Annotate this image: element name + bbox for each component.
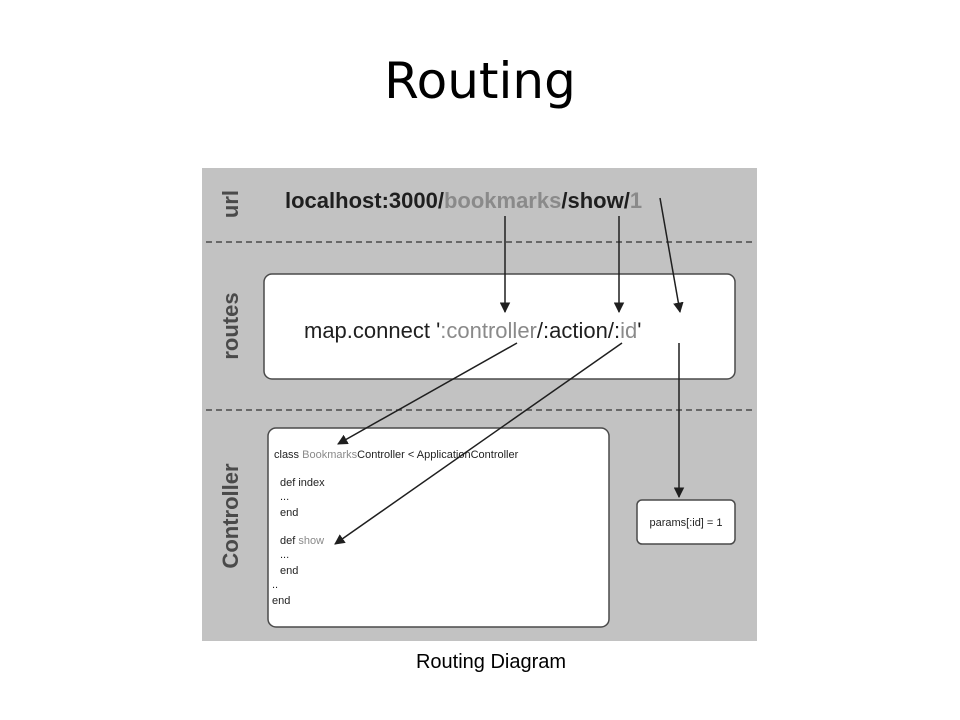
route-definition: map.connect ':controller/:action/:id': [304, 318, 641, 343]
code-end-1: end: [280, 507, 298, 519]
routing-diagram: url routes Controller localhost:3000/boo…: [202, 168, 757, 641]
route-suffix: ': [637, 318, 641, 343]
code-class-keyword: class: [274, 449, 302, 461]
lane-label-controller: Controller: [218, 463, 243, 569]
arrows: [334, 197, 685, 545]
arrow-route-action-to-show: [334, 342, 623, 545]
routes-box: [263, 273, 736, 380]
slide-title: Routing: [384, 52, 576, 110]
figure-caption: Routing Diagram: [415, 651, 567, 673]
lane-label-url: url: [218, 190, 243, 218]
arrow-url-id-to-route: [659, 197, 684, 314]
url-prefix: localhost:3000/: [285, 188, 444, 213]
url-id-segment: 1: [630, 188, 642, 213]
url-sep-2: /: [624, 188, 630, 213]
url-sep-1: /: [561, 188, 567, 213]
code-def-show-line: def show: [280, 535, 324, 547]
route-sep-1: /: [537, 318, 544, 343]
url-action-segment: show: [567, 188, 624, 213]
route-id-param: id: [620, 318, 637, 343]
code-dots-2: ...: [280, 549, 289, 561]
code-class-name: Bookmarks: [302, 449, 358, 461]
code-def-keyword: def: [280, 535, 298, 547]
params-text: params[:id] = 1: [649, 517, 722, 529]
code-def-show-name: show: [298, 535, 324, 547]
code-class-line: class BookmarksController < ApplicationC…: [274, 449, 519, 461]
lane-label-routes: routes: [218, 292, 243, 359]
route-controller-param: :controller: [440, 318, 537, 343]
code-dots-3: ..: [272, 579, 278, 591]
route-prefix: map.connect ': [304, 318, 440, 343]
code-end-2: end: [280, 565, 298, 577]
url-controller-segment: bookmarks: [444, 188, 561, 213]
code-class-rest: Controller < ApplicationController: [357, 449, 518, 461]
routing-diagram-svg: url routes Controller localhost:3000/boo…: [206, 188, 753, 628]
controller-code: class BookmarksController < ApplicationC…: [272, 449, 519, 607]
code-end-3: end: [272, 595, 290, 607]
arrow-route-controller-to-class: [337, 342, 518, 445]
code-dots-1: ...: [280, 491, 289, 503]
route-sep-2: /:: [608, 318, 620, 343]
route-action-param: :action: [543, 318, 608, 343]
params-box: [636, 499, 736, 545]
code-def-index: def index: [280, 477, 325, 489]
controller-code-box: [267, 427, 610, 628]
url-text: localhost:3000/bookmarks/show/1: [285, 188, 642, 213]
